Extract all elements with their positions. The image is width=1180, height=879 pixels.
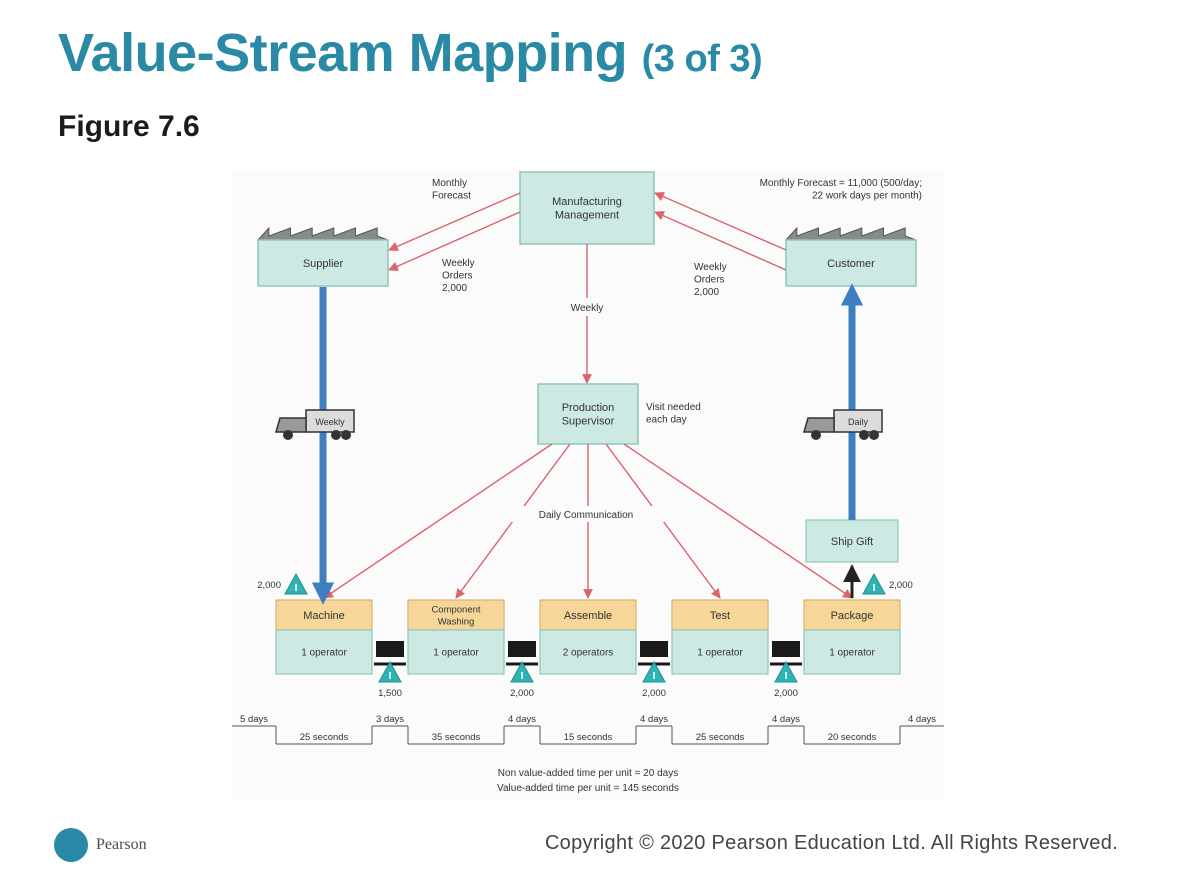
- inventory-between-3-qty: 2,000: [774, 688, 798, 699]
- title-main: Value-Stream Mapping: [58, 23, 628, 83]
- inventory-between-3: [774, 660, 798, 683]
- process-1-operators: 1 operator: [433, 648, 479, 659]
- timeline-days-5: 4 days: [908, 714, 936, 725]
- push-arrow-2: [640, 641, 668, 657]
- supplier-truck-icon-wheel-1: [283, 430, 293, 440]
- supplier-factory-icon: [256, 226, 389, 241]
- inventory-between-1: [510, 660, 534, 683]
- push-arrow-0: [376, 641, 404, 657]
- customer-truck-icon-wheel-2: [859, 430, 869, 440]
- process-4-header: [803, 599, 901, 631]
- customer-truck-icon-cab: [803, 417, 835, 433]
- orders-from-customer-arrow: [654, 211, 787, 271]
- monthly-forecast-right-label: Monthly Forecast = 11,000 (500/day;22 wo…: [760, 178, 922, 202]
- title-part: (3 of 3): [641, 38, 763, 80]
- customer-label: Customer: [827, 258, 875, 270]
- process-3-data-box: [671, 629, 769, 675]
- slide-title: Value-Stream Mapping (3 of 3): [58, 22, 763, 84]
- process-4-name: Package: [831, 610, 874, 622]
- push-arrow-1: [508, 641, 536, 657]
- daily-communication-label: Daily Communication: [539, 510, 633, 521]
- weekly-schedule-label: Weekly: [571, 303, 604, 314]
- figure-label: Figure 7.6: [58, 110, 200, 143]
- process-4-data-box: [803, 629, 901, 675]
- inventory-end-qty: 2,000: [889, 580, 913, 591]
- supplier-truck-icon-label: Weekly: [315, 417, 345, 427]
- forecast-from-customer-arrow: [654, 192, 787, 251]
- inventory-between-0: [378, 660, 402, 683]
- weekly-label-bg: [560, 298, 614, 316]
- process-4-operators: 1 operator: [829, 648, 875, 659]
- ship-gift-label: Ship Gift: [831, 536, 873, 548]
- timeline-days-3: 4 days: [640, 714, 668, 725]
- timeline-seconds-2: 15 seconds: [564, 732, 613, 743]
- daily-label-bg: [508, 506, 664, 522]
- production-supervisor-box: [537, 383, 639, 445]
- daily-arrow-0: [323, 443, 553, 599]
- inventory-between-1-mark: I: [521, 671, 524, 682]
- process-0-header: [275, 599, 373, 631]
- timeline-seconds-0: 25 seconds: [300, 732, 349, 743]
- inventory-between-1-qty: 2,000: [510, 688, 534, 699]
- forecast-to-supplier-arrow: [388, 192, 521, 251]
- supplier-truck-icon-wheel-2: [331, 430, 341, 440]
- process-3-header: [671, 599, 769, 631]
- customer-box: [785, 239, 917, 287]
- customer-truck-icon-wheel-1: [811, 430, 821, 440]
- process-1-header: [407, 599, 505, 631]
- process-2-operators: 2 operators: [563, 648, 614, 659]
- timeline-days-4: 4 days: [772, 714, 800, 725]
- pearson-logo-icon: [54, 828, 88, 862]
- process-2-name: Assemble: [564, 610, 612, 622]
- timeline-seconds-1: 35 seconds: [432, 732, 481, 743]
- inventory-between-2-qty: 2,000: [642, 688, 666, 699]
- orders-to-supplier-arrow: [388, 211, 521, 271]
- process-3-name: Test: [710, 610, 730, 622]
- supplier-truck-icon-wheel-3: [341, 430, 351, 440]
- customer-truck-icon-label: Daily: [848, 417, 869, 427]
- timeline-seconds-3: 25 seconds: [696, 732, 745, 743]
- process-0-data-box: [275, 629, 373, 675]
- timeline-days-2: 4 days: [508, 714, 536, 725]
- timeline-ladder: [232, 725, 944, 745]
- process-0-name: Machine: [303, 610, 345, 622]
- inventory-between-0-mark: I: [389, 671, 392, 682]
- ship-gift-box: [805, 519, 899, 563]
- customer-truck-icon-wheel-3: [869, 430, 879, 440]
- inventory-between-2: [642, 660, 666, 683]
- timeline-days-1: 3 days: [376, 714, 404, 725]
- push-arrow-3: [772, 641, 800, 657]
- inventory-between-0-qty: 1,500: [378, 688, 402, 699]
- customer-factory-icon: [784, 226, 917, 241]
- supplier-truck-icon-cab: [275, 417, 307, 433]
- supplier-label: Supplier: [303, 258, 344, 270]
- inventory-between-2-mark: I: [653, 671, 656, 682]
- inventory-between-3-mark: I: [785, 671, 788, 682]
- inventory-start-mark: I: [295, 583, 298, 594]
- inventory-start: [284, 572, 308, 595]
- inventory-start-qty: 2,000: [257, 580, 281, 591]
- manufacturing-management-box: [519, 171, 655, 245]
- process-2-data-box: [539, 629, 637, 675]
- supplier-box: [257, 239, 389, 287]
- daily-arrow-4: [623, 443, 853, 599]
- process-3-operators: 1 operator: [697, 648, 743, 659]
- inventory-end: [862, 572, 886, 595]
- timeline-days-0: 5 days: [240, 714, 268, 725]
- process-1-data-box: [407, 629, 505, 675]
- copyright-text: Copyright © 2020 Pearson Education Ltd. …: [544, 832, 1118, 854]
- inventory-end-mark: I: [873, 583, 876, 594]
- footer-brand: Pearson: [96, 836, 147, 853]
- timeline-seconds-4: 20 seconds: [828, 732, 877, 743]
- process-0-operators: 1 operator: [301, 648, 347, 659]
